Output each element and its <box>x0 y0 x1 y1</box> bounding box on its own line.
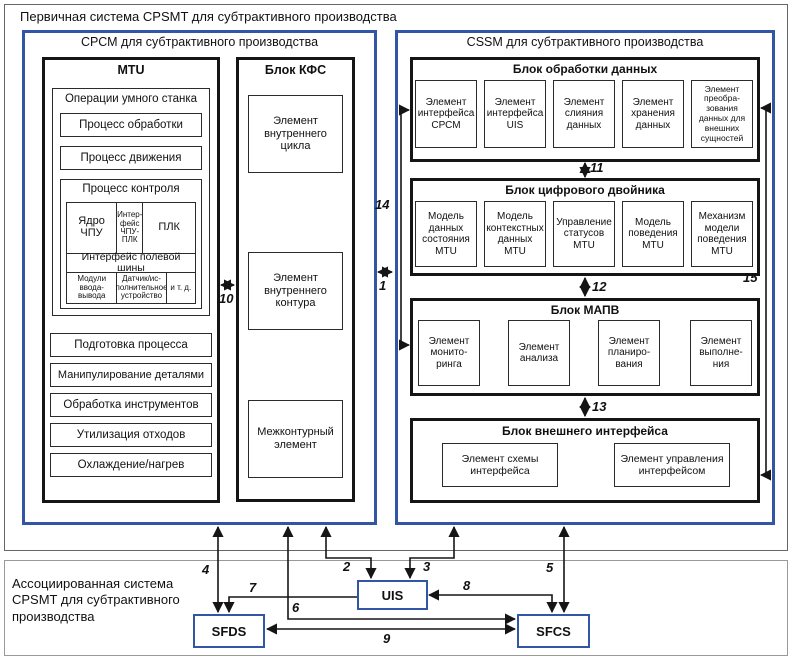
io-modules-cell: Модули ввода- вывода <box>66 272 118 304</box>
sfcs-box: SFCS <box>517 614 590 648</box>
mapv-title: Блок МАПВ <box>550 303 620 317</box>
connector-label-2: 2 <box>343 559 351 574</box>
primary-system-title: Первичная система CPSMT для субтрактивно… <box>20 9 397 24</box>
cssm-title: CSSM для субтрактивного производства <box>466 35 704 49</box>
interloop-element: Межконтурный элемент <box>248 400 343 478</box>
etc-cell: и т. д. <box>165 272 196 304</box>
connector-label-7: 7 <box>249 580 257 595</box>
aux-waste-disposal: Утилизация отходов <box>50 423 212 447</box>
model-state-data: Модель данных состояния MTU <box>415 201 477 267</box>
digital-twin-title: Блок цифрового двойника <box>505 183 665 197</box>
connector-label-10: 10 <box>219 291 234 306</box>
element-data-storage: Элемент хранения данных <box>622 80 684 148</box>
connector-label-14: 14 <box>375 197 390 212</box>
element-interface-control: Элемент управления интерфейсом <box>614 443 730 487</box>
connector-label-8: 8 <box>463 578 471 593</box>
inner-cycle-element: Элемент внутреннего цикла <box>248 95 343 173</box>
aux-process-preparation: Подготовка процесса <box>50 333 212 357</box>
element-interface-srsm: Элемент интерфейса СРСМ <box>415 80 477 148</box>
aux-part-handling: Манипулирование деталями <box>50 363 212 387</box>
inner-loop-element: Элемент внутреннего контура <box>248 252 343 330</box>
model-context-data: Модель контекстных данных MTU <box>484 201 546 267</box>
behavior-model-engine: Механизм модели поведения MTU <box>691 201 753 267</box>
connector-label-3: 3 <box>423 559 431 574</box>
cnc-core-cell: Ядро ЧПУ <box>66 202 118 254</box>
cnc-plc-interface-cell: Интер- фейс ЧПУ- ПЛК <box>116 202 144 254</box>
connector-label-1: 1 <box>379 278 387 293</box>
data-processing-title: Блок обработки данных <box>512 62 658 76</box>
connector-label-15: 15 <box>743 270 758 285</box>
sensor-actuator-cell: Датчик/ис- полнительное устройство <box>115 272 168 304</box>
fieldbus-interface-cell: Интерфейс полевой шины <box>66 251 196 274</box>
element-data-transform: Элемент преобра- зования данных для внеш… <box>691 80 753 148</box>
uis-box: UIS <box>357 580 428 610</box>
connector-label-6: 6 <box>292 600 300 615</box>
connector-label-11: 11 <box>590 160 604 175</box>
aux-cooling-heating: Охлаждение/нагрев <box>50 453 212 477</box>
connector-label-9: 9 <box>383 631 391 646</box>
smart-operations-title: Операции умного станка <box>64 93 198 105</box>
srsm-title: СРСМ для субтрактивного производства <box>80 35 319 49</box>
behavior-model: Модель поведения MTU <box>622 201 684 267</box>
element-analysis: Элемент анализа <box>508 320 570 386</box>
process-control-grid: Ядро ЧПУ Интер- фейс ЧПУ- ПЛК ПЛК Интерф… <box>66 202 196 304</box>
connector-label-4: 4 <box>202 562 210 577</box>
element-data-fusion: Элемент слияния данных <box>553 80 615 148</box>
element-execution: Элемент выполне- ния <box>690 320 752 386</box>
process-control-box: Процесс контроля Ядро ЧПУ Интер- фейс ЧП… <box>60 179 202 309</box>
element-monitoring: Элемент монито- ринга <box>418 320 480 386</box>
connector-label-12: 12 <box>592 279 607 294</box>
connector-label-13: 13 <box>592 399 607 414</box>
process-machining-box: Процесс обработки <box>60 113 202 137</box>
plc-cell: ПЛК <box>142 202 196 254</box>
status-management: Управление статусов MTU <box>553 201 615 267</box>
sfds-box: SFDS <box>193 614 265 648</box>
aux-tool-handling: Обработка инструментов <box>50 393 212 417</box>
process-motion-box: Процесс движения <box>60 146 202 170</box>
element-interface-schema: Элемент схемы интерфейса <box>442 443 558 487</box>
element-planning: Элемент планиро- вания <box>598 320 660 386</box>
connector-label-5: 5 <box>546 560 554 575</box>
kfs-title: Блок КФС <box>264 63 327 77</box>
associated-system-title: Ассоциированная система CPSMT для субтра… <box>12 576 180 624</box>
element-interface-uis: Элемент интерфейса UIS <box>484 80 546 148</box>
mtu-title: MTU <box>117 63 145 77</box>
process-control-title: Процесс контроля <box>82 183 180 195</box>
external-interface-title: Блок внешнего интерфейса <box>502 424 668 438</box>
